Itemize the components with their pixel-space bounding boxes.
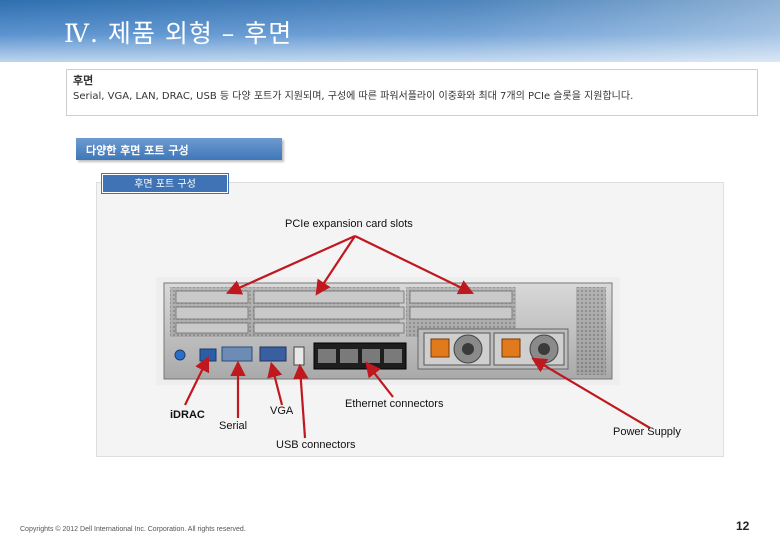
callout-ethernet: Ethernet connectors bbox=[345, 398, 444, 410]
panel-tab: 후면 포트 구성 bbox=[102, 174, 228, 193]
callout-serial: Serial bbox=[219, 420, 248, 432]
description-text: Serial, VGA, LAN, DRAC, USB 등 다양 포트가 지원되… bbox=[73, 91, 634, 102]
callout-usb: USB connectors bbox=[276, 439, 356, 451]
footer-copyright: Copyrights © 2012 Dell International Inc… bbox=[20, 526, 246, 533]
callout-pcie: PCIe expansion card slots bbox=[285, 218, 413, 230]
section-tab: 다양한 후면 포트 구성 bbox=[76, 138, 282, 160]
slide-title: Ⅳ. 제품 외형 – 후면 bbox=[64, 19, 293, 48]
header-band bbox=[0, 0, 780, 62]
page-number: 12 bbox=[736, 519, 750, 533]
description-box: 후면 Serial, VGA, LAN, DRAC, USB 등 다양 포트가 … bbox=[66, 69, 758, 116]
callout-idrac: iDRAC bbox=[170, 409, 205, 421]
callout-power: Power Supply bbox=[613, 426, 681, 438]
callout-vga: VGA bbox=[270, 405, 294, 417]
server-rear-image bbox=[156, 277, 620, 385]
description-heading: 후면 bbox=[73, 74, 94, 87]
